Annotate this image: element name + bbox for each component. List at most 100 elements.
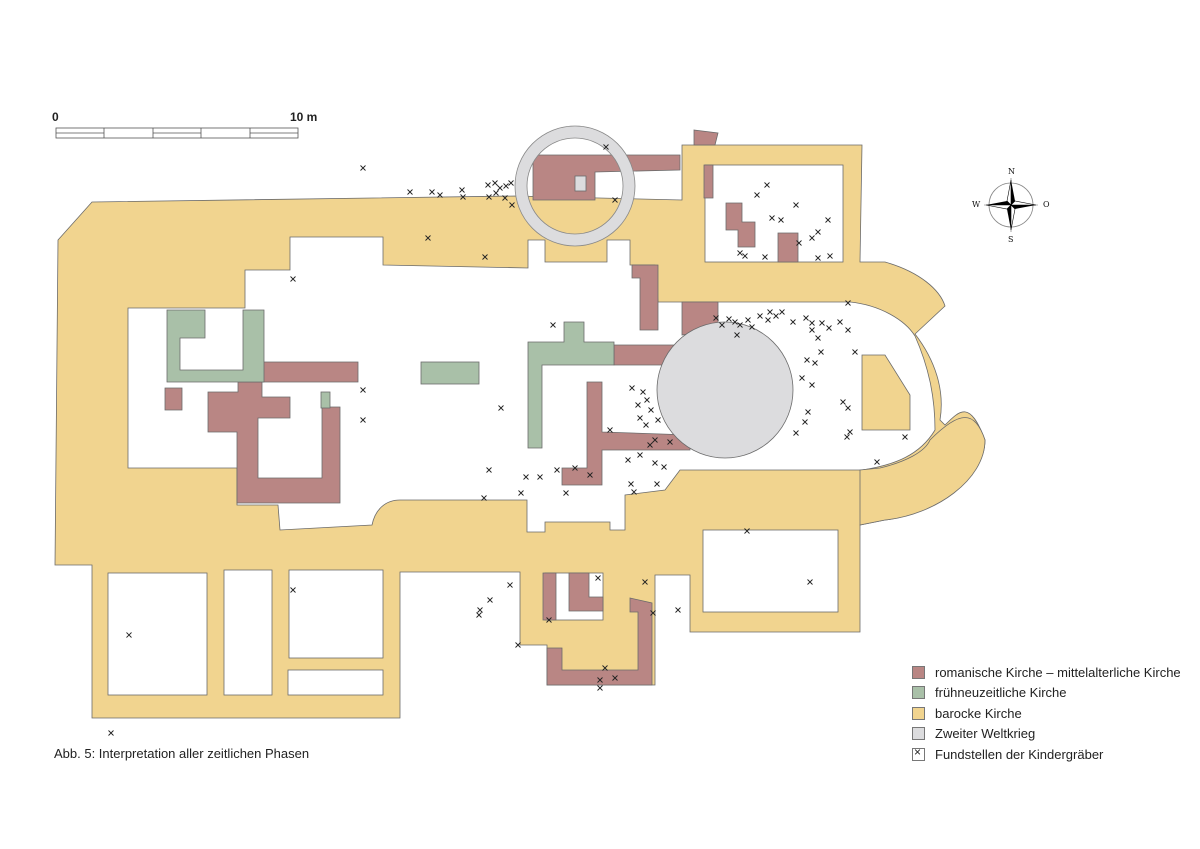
legend-label: barocke Kirche [935, 705, 1022, 721]
romanesque-wall [693, 129, 719, 146]
child-grave-marker [719, 322, 725, 328]
child-grave-marker [459, 187, 465, 193]
child-grave-marker [852, 349, 858, 355]
child-grave-marker [847, 429, 853, 435]
room-3 [288, 569, 384, 659]
room-4 [287, 669, 384, 696]
legend-item-ww2: Zweiter Weltkrieg [912, 724, 1181, 745]
ww2-feature [574, 175, 587, 192]
child-grave-marker [845, 405, 851, 411]
child-grave-marker [486, 194, 492, 200]
child-grave-marker [290, 587, 296, 593]
child-grave-marker [793, 430, 799, 436]
child-grave-marker [360, 387, 366, 393]
child-grave-marker [818, 349, 824, 355]
child-grave-marker [845, 327, 851, 333]
child-grave-marker [793, 202, 799, 208]
child-grave-marker [629, 385, 635, 391]
child-grave-marker [360, 417, 366, 423]
child-grave-marker [807, 579, 813, 585]
child-grave-marker [803, 315, 809, 321]
scale-start-label: 0 [52, 110, 59, 124]
child-grave-marker [732, 319, 738, 325]
child-grave-marker [550, 322, 556, 328]
room-2 [223, 569, 273, 696]
room-1 [107, 572, 208, 696]
child-grave-marker [477, 607, 483, 613]
child-grave-marker [425, 235, 431, 241]
child-grave-marker [713, 315, 719, 321]
child-grave-marker [726, 316, 732, 322]
romanesque-wall [532, 154, 681, 201]
romanesque-wall [568, 572, 604, 612]
child-grave-marker [837, 319, 843, 325]
child-grave-marker [612, 675, 618, 681]
legend-label: Fundstellen der Kindergräber [935, 746, 1104, 762]
child-grave-marker [631, 489, 637, 495]
child-grave-marker [796, 240, 802, 246]
child-grave-marker [769, 215, 775, 221]
child-grave-marker [840, 399, 846, 405]
child-grave-marker [642, 579, 648, 585]
child-grave-marker [595, 575, 601, 581]
legend-item-child-graves: Fundstellen der Kindergräber [912, 744, 1181, 765]
child-grave-marker [360, 165, 366, 171]
child-grave-marker [437, 192, 443, 198]
legend: romanische Kirche – mittelalterliche Kir… [912, 662, 1181, 765]
romanesque-wall [725, 202, 756, 248]
child-grave-marker [563, 490, 569, 496]
child-grave-marker [508, 180, 514, 186]
compass-rose-icon [984, 178, 1038, 232]
child-grave-marker [628, 481, 634, 487]
compass-north: N [1008, 167, 1015, 176]
child-grave-marker [597, 677, 603, 683]
child-grave-marker [515, 642, 521, 648]
child-grave-marker [647, 442, 653, 448]
child-grave-marker [476, 612, 482, 618]
child-grave-marker [407, 189, 413, 195]
figure-caption: Abb. 5: Interpretation aller zeitlichen … [54, 746, 310, 761]
child-grave-marker [482, 254, 488, 260]
child-grave-marker [485, 182, 491, 188]
child-grave-marker [757, 313, 763, 319]
romanesque-wall [703, 164, 714, 199]
child-grave-marker [497, 185, 503, 191]
child-grave-marker [742, 253, 748, 259]
legend-item-early-modern: frühneuzeitliche Kirche [912, 683, 1181, 704]
child-grave-marker [507, 582, 513, 588]
child-grave-marker [612, 197, 618, 203]
child-grave-marker [602, 665, 608, 671]
child-grave-marker [819, 320, 825, 326]
child-grave-marker [809, 235, 815, 241]
legend-label: romanische Kirche – mittelalterliche Kir… [935, 664, 1181, 680]
legend-swatch [912, 665, 925, 679]
ww2-crater [656, 321, 794, 459]
child-grave-marker [815, 255, 821, 261]
child-grave-marker [809, 327, 815, 333]
child-grave-marker [486, 467, 492, 473]
early-modern-wall [320, 391, 331, 409]
child-grave-marker [487, 597, 493, 603]
child-grave-marker [767, 309, 773, 315]
child-grave-marker [554, 467, 560, 473]
early-modern-wall [420, 361, 480, 385]
child-grave-marker [572, 465, 578, 471]
child-grave-marker [902, 434, 908, 440]
child-grave-marker [675, 607, 681, 613]
legend-item-romanesque: romanische Kirche – mittelalterliche Kir… [912, 662, 1181, 683]
romanesque-wall [546, 597, 653, 686]
apse-ring [859, 417, 986, 526]
child-grave-marker [498, 405, 504, 411]
compass-west: W [972, 200, 981, 209]
child-grave-marker [661, 464, 667, 470]
cross-icon [912, 745, 925, 761]
child-grave-marker [493, 190, 499, 196]
child-grave-marker [640, 389, 646, 395]
child-grave-marker [637, 415, 643, 421]
child-grave-marker [805, 409, 811, 415]
child-grave-marker [802, 419, 808, 425]
child-grave-marker [779, 309, 785, 315]
child-grave-marker [518, 490, 524, 496]
